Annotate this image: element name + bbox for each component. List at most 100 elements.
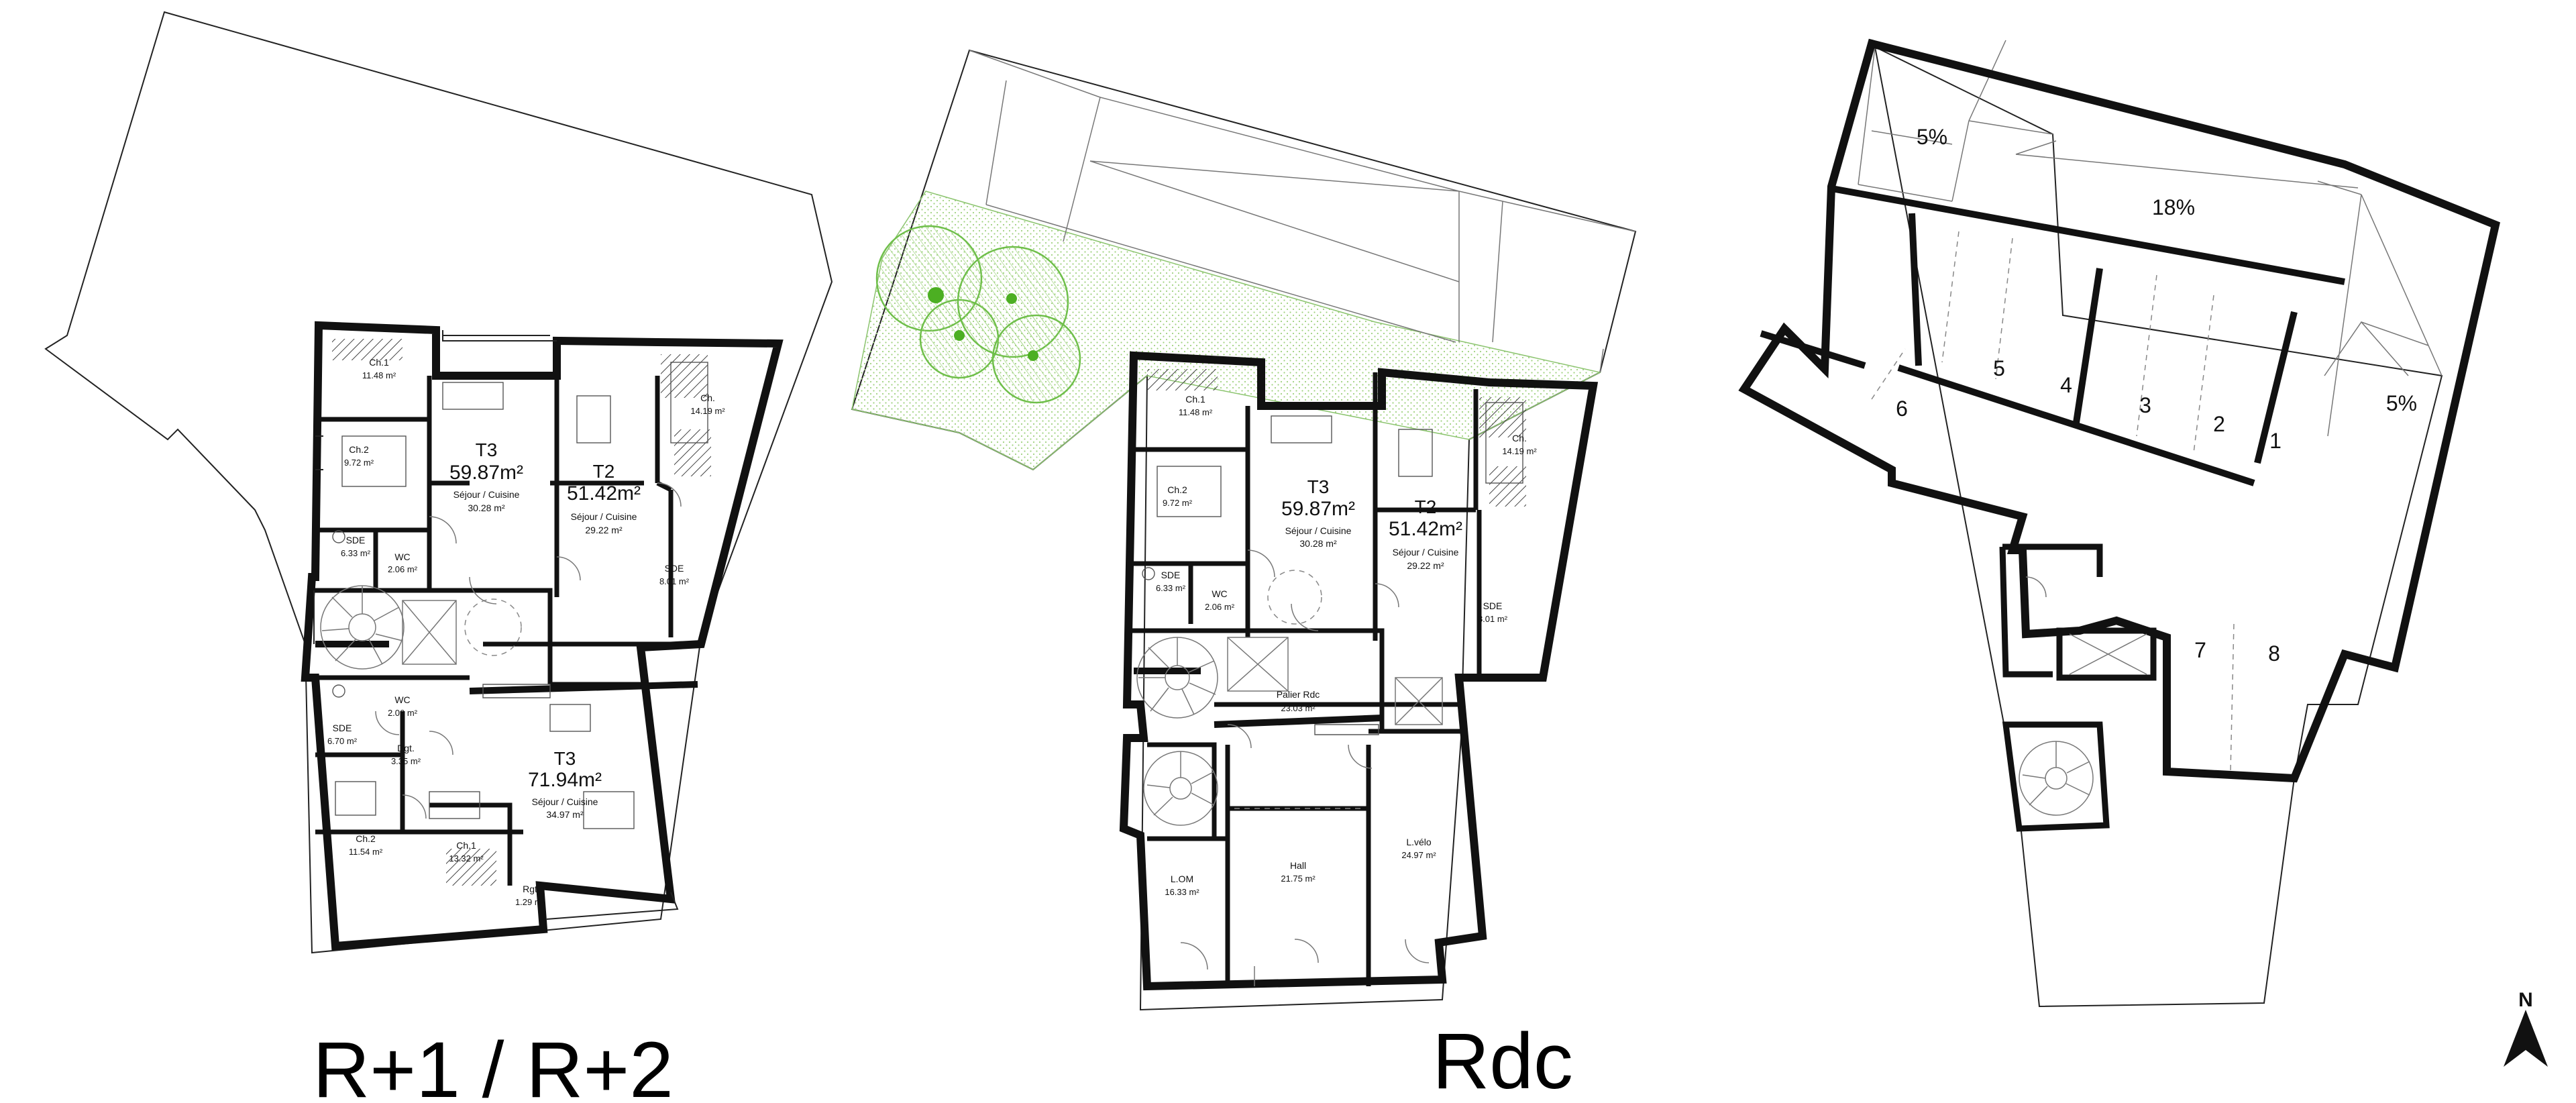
svg-text:Séjour / Cuisine: Séjour / Cuisine xyxy=(1285,525,1352,536)
shaft-hatch xyxy=(661,354,708,398)
svg-text:29.22 m²: 29.22 m² xyxy=(1407,560,1444,571)
svg-text:11.54 m²: 11.54 m² xyxy=(349,847,383,857)
staircase-ground xyxy=(1136,570,1443,826)
svg-text:30.28 m²: 30.28 m² xyxy=(1299,538,1337,549)
svg-text:T2: T2 xyxy=(593,461,615,482)
room-label: Ch.29.72 m² xyxy=(344,444,374,468)
svg-text:2.06 m²: 2.06 m² xyxy=(1205,602,1235,612)
plan-title-ground: Rdc xyxy=(1432,1017,1573,1100)
building-outer-wall xyxy=(1119,351,1599,991)
svg-text:34.97 m²: 34.97 m² xyxy=(546,809,584,820)
room-label: Rgt 1.29 m² xyxy=(515,884,545,907)
svg-text:30.28 m²: 30.28 m² xyxy=(468,503,505,513)
room-label: Ch.14.19 m² xyxy=(690,392,725,416)
plan-basement: 5% 18% 5% 1 2 3 4 5 6 7 8 xyxy=(1738,38,2500,1008)
room-label: WC 2.06 m² xyxy=(388,552,418,574)
svg-text:11.48 m²: 11.48 m² xyxy=(362,370,396,380)
svg-text:T3: T3 xyxy=(476,439,498,460)
svg-text:L.vélo: L.vélo xyxy=(1406,837,1432,847)
room-label: Ch.1 11.48 m² xyxy=(1179,394,1213,417)
svg-text:6.33 m²: 6.33 m² xyxy=(341,548,371,558)
svg-text:14.19 m²: 14.19 m² xyxy=(1502,446,1537,456)
basement-outer-wall xyxy=(1738,38,2500,783)
svg-text:Séjour / Cuisine: Séjour / Cuisine xyxy=(532,796,598,807)
north-label: N xyxy=(2518,989,2533,1011)
svg-text:SDE: SDE xyxy=(333,723,352,733)
svg-text:1.29 m²: 1.29 m² xyxy=(515,897,545,907)
apartment-label: T2 51.42m² Séjour / Cuisine 29.22 m² xyxy=(1389,496,1462,571)
svg-text:WC: WC xyxy=(394,552,410,562)
svg-text:14.19 m²: 14.19 m² xyxy=(690,406,725,416)
svg-text:2.06 m²: 2.06 m² xyxy=(388,564,418,574)
parking-space-number: 2 xyxy=(2213,412,2225,436)
svg-text:8.01 m²: 8.01 m² xyxy=(1478,614,1508,624)
plan-title-upper: R+1 / R+2 xyxy=(313,1026,674,1100)
svg-text:71.94m²: 71.94m² xyxy=(528,769,602,791)
svg-text:13.32 m²: 13.32 m² xyxy=(449,853,484,863)
svg-text:21.75 m²: 21.75 m² xyxy=(1281,874,1316,884)
svg-text:Ch.1: Ch.1 xyxy=(456,840,476,851)
staircase-upper xyxy=(320,585,522,670)
svg-text:WC: WC xyxy=(394,694,410,705)
svg-text:SDE: SDE xyxy=(665,563,684,574)
svg-text:59.87m²: 59.87m² xyxy=(449,462,523,484)
parking-space-number: 6 xyxy=(1896,397,1908,421)
apartment-label: T3 71.94m² Séjour / Cuisine 34.97 m² xyxy=(528,748,602,820)
svg-text:Séjour / Cuisine: Séjour / Cuisine xyxy=(1393,547,1459,558)
svg-text:16.33 m²: 16.33 m² xyxy=(1165,887,1199,897)
svg-text:9.72 m²: 9.72 m² xyxy=(1163,498,1193,508)
svg-text:WC: WC xyxy=(1212,588,1227,599)
parking-space-number: 8 xyxy=(2268,641,2280,666)
svg-text:Ch.1: Ch.1 xyxy=(1185,394,1205,405)
parking-space-number: 1 xyxy=(2269,429,2282,453)
windows xyxy=(313,330,679,920)
door-swings xyxy=(1180,549,1430,986)
svg-text:Palier Rdc: Palier Rdc xyxy=(1277,689,1320,700)
svg-text:8.01 m²: 8.01 m² xyxy=(659,576,690,586)
trees xyxy=(875,225,1081,404)
room-label: Dgt.3.35 m² xyxy=(391,743,421,766)
shaft-hatch xyxy=(674,429,711,476)
svg-text:29.22 m²: 29.22 m² xyxy=(585,525,623,535)
furniture xyxy=(332,362,708,829)
interior-walls xyxy=(309,341,701,886)
parking-partitions xyxy=(1760,185,2345,772)
svg-text:Ch.2: Ch.2 xyxy=(356,833,376,844)
slope-label: 5% xyxy=(2386,391,2417,415)
slope-label: 5% xyxy=(1917,125,1947,149)
shaft-hatch xyxy=(1489,466,1526,507)
svg-text:51.42m²: 51.42m² xyxy=(567,482,641,505)
shaft-hatch xyxy=(1479,397,1526,437)
driveway-lines xyxy=(969,50,1636,373)
svg-text:11.48 m²: 11.48 m² xyxy=(1179,407,1213,417)
furniture xyxy=(1142,402,1523,735)
door-swings xyxy=(375,482,682,819)
room-label: Ch.1 11.48 m² xyxy=(362,357,396,380)
svg-text:SDE: SDE xyxy=(1161,570,1181,580)
svg-text:Ch.2: Ch.2 xyxy=(349,444,369,455)
site-outline xyxy=(44,11,833,954)
svg-text:Ch.: Ch. xyxy=(1512,433,1527,443)
shaft-hatch xyxy=(446,849,496,886)
parking-space-number: 4 xyxy=(2060,373,2072,397)
svg-text:Rgt: Rgt xyxy=(523,884,537,894)
svg-text:T3: T3 xyxy=(554,748,576,769)
parking-space-number: 5 xyxy=(1993,356,2005,380)
apartment-label: T2 51.42m² Séjour / Cuisine 29.22 m² xyxy=(567,461,641,535)
svg-text:Ch.1: Ch.1 xyxy=(369,357,389,368)
apartment-label: T3 59.87m² Séjour / Cuisine 30.28 m² xyxy=(449,439,523,513)
svg-text:24.97 m²: 24.97 m² xyxy=(1401,850,1436,860)
north-arrow-icon: N xyxy=(2504,989,2548,1067)
svg-text:Séjour / Cuisine: Séjour / Cuisine xyxy=(453,489,520,500)
room-label: Ch.2 11.54 m² xyxy=(349,833,383,857)
